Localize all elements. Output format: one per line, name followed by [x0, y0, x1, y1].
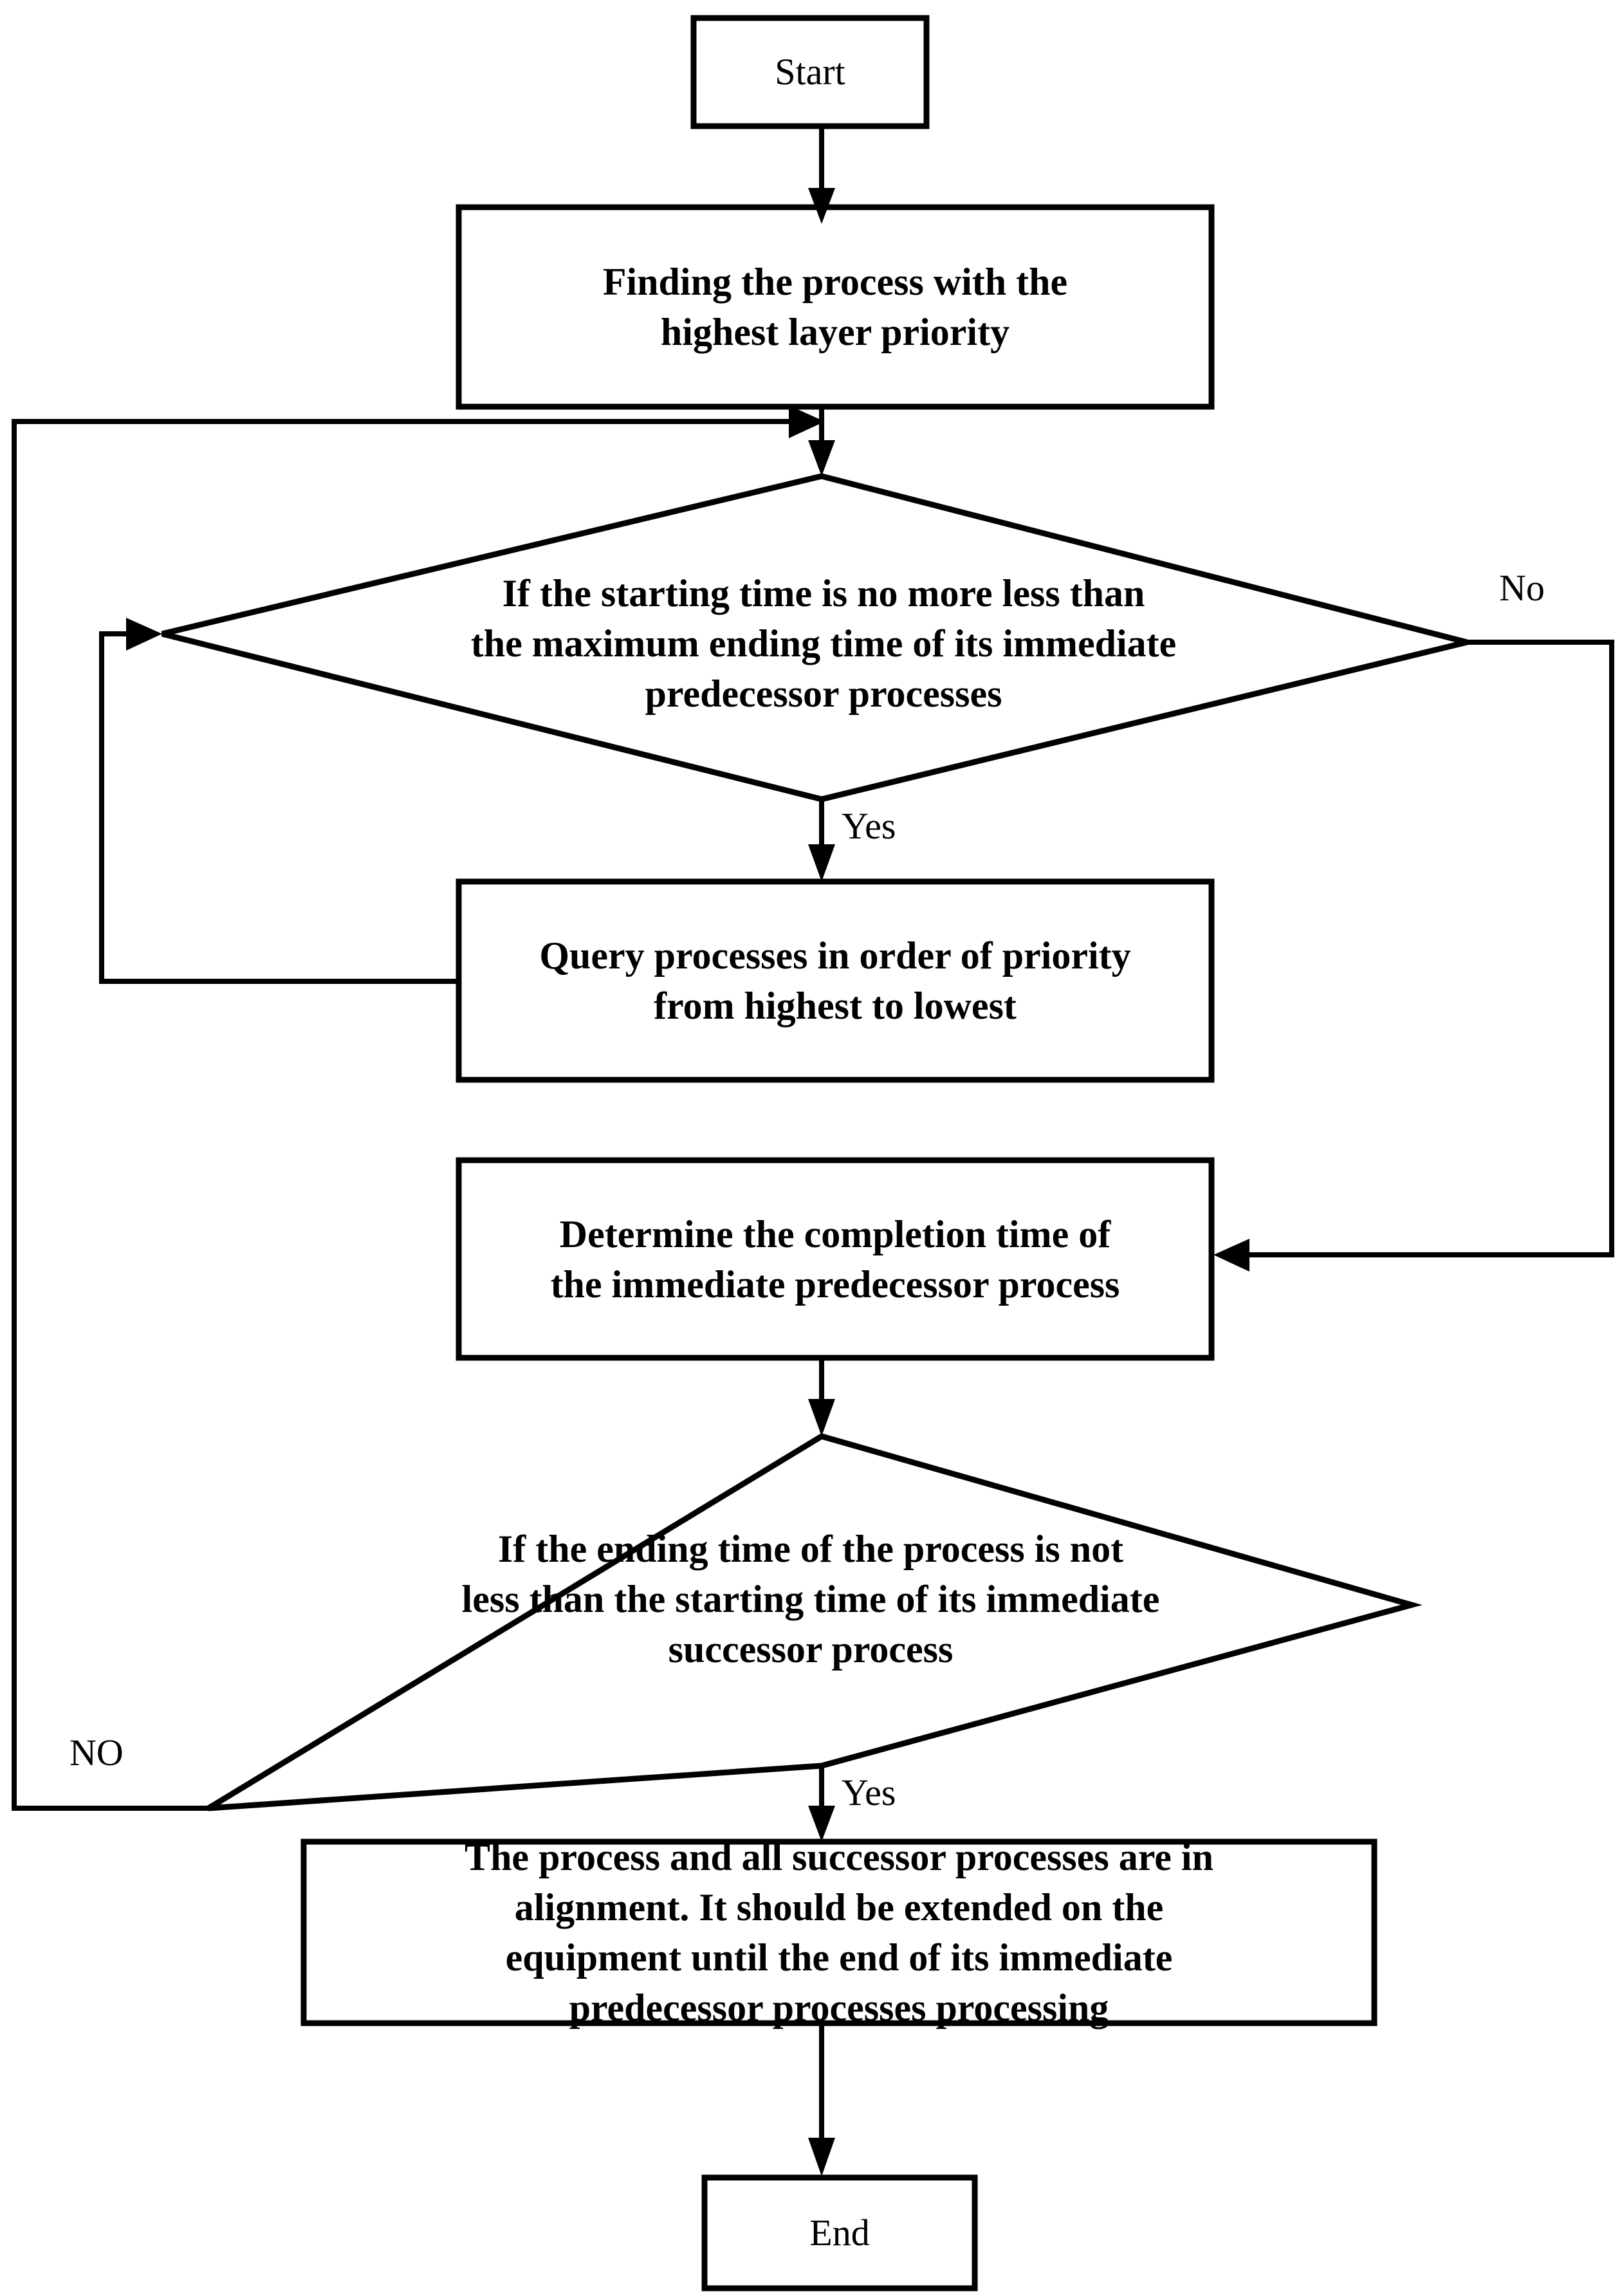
edge-alignment-to-end: [808, 2023, 835, 2176]
node-start-shape[interactable]: [690, 15, 930, 129]
node-start[interactable]: [694, 18, 926, 126]
edge-decision1-yes: [808, 799, 835, 882]
node-determine-completion[interactable]: [459, 1160, 1212, 1358]
node-find-highest-layer[interactable]: [459, 207, 1212, 407]
edge-determine-to-decision2: [808, 1358, 835, 1436]
node-alignment-action-shape[interactable]: [300, 1838, 1378, 2026]
node-decision-ending-time-shape[interactable]: [207, 1433, 1423, 1811]
edge-decision1-no: [1213, 640, 1614, 1272]
edge-decision2-yes: [808, 1766, 835, 1842]
node-decision-starting-time[interactable]: [380, 534, 1267, 746]
edge-find-to-decision1: [808, 407, 835, 476]
node-query-processes-shape[interactable]: [456, 878, 1215, 1083]
node-decision-starting-time-shape[interactable]: [161, 473, 1468, 802]
node-decision-ending-time[interactable]: [360, 1499, 1261, 1712]
node-determine-completion-shape[interactable]: [456, 1157, 1215, 1361]
node-end-shape[interactable]: [701, 2174, 978, 2291]
node-alignment-action[interactable]: [304, 1842, 1374, 2023]
edge-decision2-no-loop: [12, 405, 825, 1811]
node-end[interactable]: [705, 2178, 975, 2288]
edge-query-back-to-decision1: [99, 618, 459, 984]
node-find-highest-layer-shape[interactable]: [456, 204, 1215, 410]
node-query-processes[interactable]: [459, 882, 1212, 1080]
